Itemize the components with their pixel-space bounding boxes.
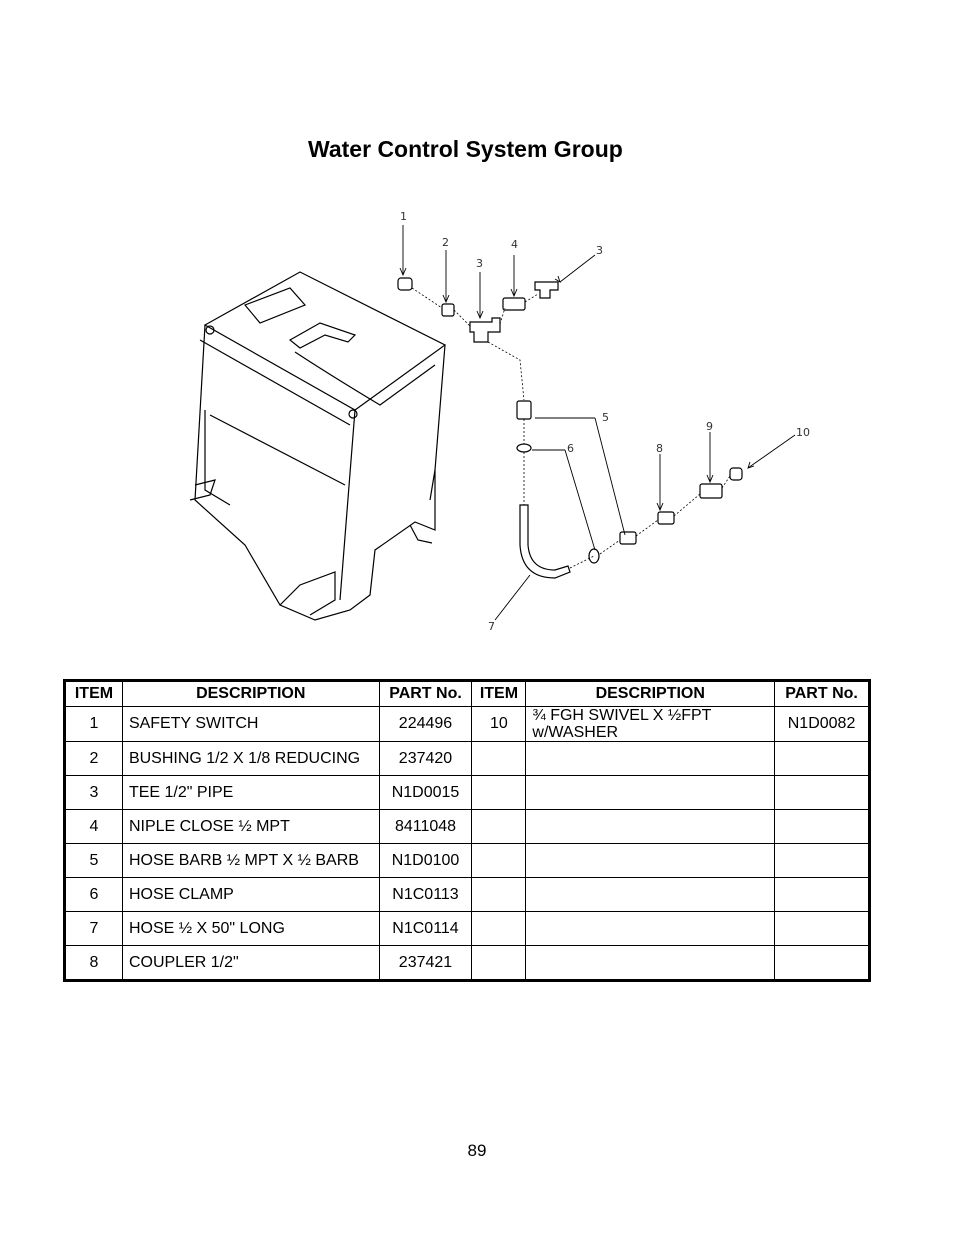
part-no-cell: N1D0015 bbox=[378, 775, 473, 810]
table-row: 2 BUSHING 1/2 X 1/8 REDUCING 237420 bbox=[64, 741, 870, 776]
description-cell-2 bbox=[525, 843, 776, 878]
item-cell: 6 bbox=[64, 877, 123, 912]
item-cell: 8 bbox=[64, 945, 123, 981]
description-cell: SAFETY SWITCH bbox=[121, 706, 380, 742]
part-no-cell-2 bbox=[774, 775, 870, 810]
hose-clamp-part bbox=[516, 443, 532, 453]
callout-6: 6 bbox=[567, 442, 574, 455]
item-cell-2 bbox=[471, 843, 527, 878]
hose-part bbox=[519, 504, 571, 579]
hose-barb-part-2 bbox=[619, 531, 637, 545]
part-no-cell-2 bbox=[774, 911, 870, 946]
part-no-cell: 8411048 bbox=[378, 809, 473, 844]
description-cell-2 bbox=[525, 877, 776, 912]
callout-5: 5 bbox=[602, 411, 609, 424]
description-cell-2 bbox=[525, 945, 776, 981]
table-row: 7 HOSE ½ X 50" LONG N1C0114 bbox=[64, 911, 870, 946]
header-item: ITEM bbox=[64, 680, 123, 707]
table-row: 6 HOSE CLAMP N1C0113 bbox=[64, 877, 870, 912]
description-cell-2: ¾ FGH SWIVEL X ½FPT w/WASHER bbox=[525, 706, 776, 742]
swivel-part bbox=[729, 467, 743, 481]
callout-1: 1 bbox=[400, 210, 407, 223]
part-no-cell: N1C0114 bbox=[378, 911, 473, 946]
description-cell: NIPLE CLOSE ½ MPT bbox=[121, 809, 380, 844]
safety-switch-part bbox=[397, 277, 413, 291]
description-cell-2 bbox=[525, 741, 776, 776]
tee-part-lower bbox=[469, 317, 501, 343]
callout-3-lower: 3 bbox=[476, 257, 483, 270]
tee-part-upper bbox=[534, 281, 559, 299]
callout-leaders bbox=[399, 225, 796, 621]
part-no-cell-2 bbox=[774, 843, 870, 878]
part-no-cell-2 bbox=[774, 945, 870, 981]
description-cell-2 bbox=[525, 911, 776, 946]
header-description-2: DESCRIPTION bbox=[525, 680, 776, 707]
description-cell: HOSE BARB ½ MPT X ½ BARB bbox=[121, 843, 380, 878]
part-no-cell-2 bbox=[774, 809, 870, 844]
item-cell-2: 10 bbox=[471, 706, 527, 742]
part-no-cell: 237420 bbox=[378, 741, 473, 776]
header-item-2: ITEM bbox=[471, 680, 527, 707]
part-no-cell-2 bbox=[774, 741, 870, 776]
fittings-assembly bbox=[397, 277, 743, 579]
part-no-cell-2 bbox=[774, 877, 870, 912]
hose-clamp-part-2 bbox=[588, 548, 600, 564]
bushing-part bbox=[441, 303, 455, 317]
table-row: 1 SAFETY SWITCH 224496 10 ¾ FGH SWIVEL X… bbox=[64, 706, 870, 742]
item-cell-2 bbox=[471, 775, 527, 810]
part-no-cell: 237421 bbox=[378, 945, 473, 981]
page-number: 89 bbox=[467, 1141, 487, 1160]
item-cell: 7 bbox=[64, 911, 123, 946]
item-cell: 5 bbox=[64, 843, 123, 878]
callout-8: 8 bbox=[656, 442, 663, 455]
callout-4: 4 bbox=[511, 238, 518, 251]
callout-7: 7 bbox=[488, 620, 495, 633]
hose-barb-part bbox=[516, 400, 532, 420]
callout-9: 9 bbox=[706, 420, 713, 433]
callout-2: 2 bbox=[442, 236, 449, 249]
header-part-no: PART No. bbox=[378, 680, 473, 707]
part-no-cell: 224496 bbox=[378, 706, 473, 742]
item-cell-2 bbox=[471, 741, 527, 776]
table-header-row: ITEM DESCRIPTION PART No. ITEM DESCRIPTI… bbox=[64, 680, 870, 707]
description-cell: COUPLER 1/2" bbox=[121, 945, 380, 981]
page-title: Water Control System Group bbox=[308, 136, 623, 162]
header-description: DESCRIPTION bbox=[121, 680, 380, 707]
exploded-parts-diagram: 1 2 3 4 3 5 6 7 8 9 10 bbox=[189, 210, 810, 633]
item-cell: 2 bbox=[64, 741, 123, 776]
assembly-dashed-lines bbox=[411, 287, 731, 569]
item-cell: 3 bbox=[64, 775, 123, 810]
nipple-part bbox=[502, 297, 526, 311]
table-row: 5 HOSE BARB ½ MPT X ½ BARB N1D0100 bbox=[64, 843, 870, 878]
callout-10: 10 bbox=[796, 426, 810, 439]
item-cell-2 bbox=[471, 877, 527, 912]
machine-housing bbox=[189, 271, 447, 621]
description-cell: BUSHING 1/2 X 1/8 REDUCING bbox=[121, 741, 380, 776]
part-no-cell: N1C0113 bbox=[378, 877, 473, 912]
description-cell: HOSE CLAMP bbox=[121, 877, 380, 912]
description-cell-2 bbox=[525, 809, 776, 844]
description-cell: TEE 1/2" PIPE bbox=[121, 775, 380, 810]
parts-table: ITEM DESCRIPTION PART No. ITEM DESCRIPTI… bbox=[63, 679, 871, 982]
table-row: 4 NIPLE CLOSE ½ MPT 8411048 bbox=[64, 809, 870, 844]
table-row: 8 COUPLER 1/2" 237421 bbox=[64, 945, 870, 981]
callout-3-upper: 3 bbox=[596, 244, 603, 257]
description-cell: HOSE ½ X 50" LONG bbox=[121, 911, 380, 946]
part-no-cell: N1D0100 bbox=[378, 843, 473, 878]
description-cell-2 bbox=[525, 775, 776, 810]
header-part-no-2: PART No. bbox=[774, 680, 870, 707]
item-cell: 1 bbox=[64, 706, 123, 742]
table-row: 3 TEE 1/2" PIPE N1D0015 bbox=[64, 775, 870, 810]
item-cell-2 bbox=[471, 945, 527, 981]
item-cell-2 bbox=[471, 911, 527, 946]
item-cell-2 bbox=[471, 809, 527, 844]
nipple-part-2 bbox=[699, 483, 723, 499]
coupler-part bbox=[657, 511, 675, 525]
part-no-cell-2: N1D0082 bbox=[774, 706, 870, 742]
item-cell: 4 bbox=[64, 809, 123, 844]
callout-labels: 1 2 3 4 3 5 6 7 8 9 10 bbox=[400, 210, 810, 633]
